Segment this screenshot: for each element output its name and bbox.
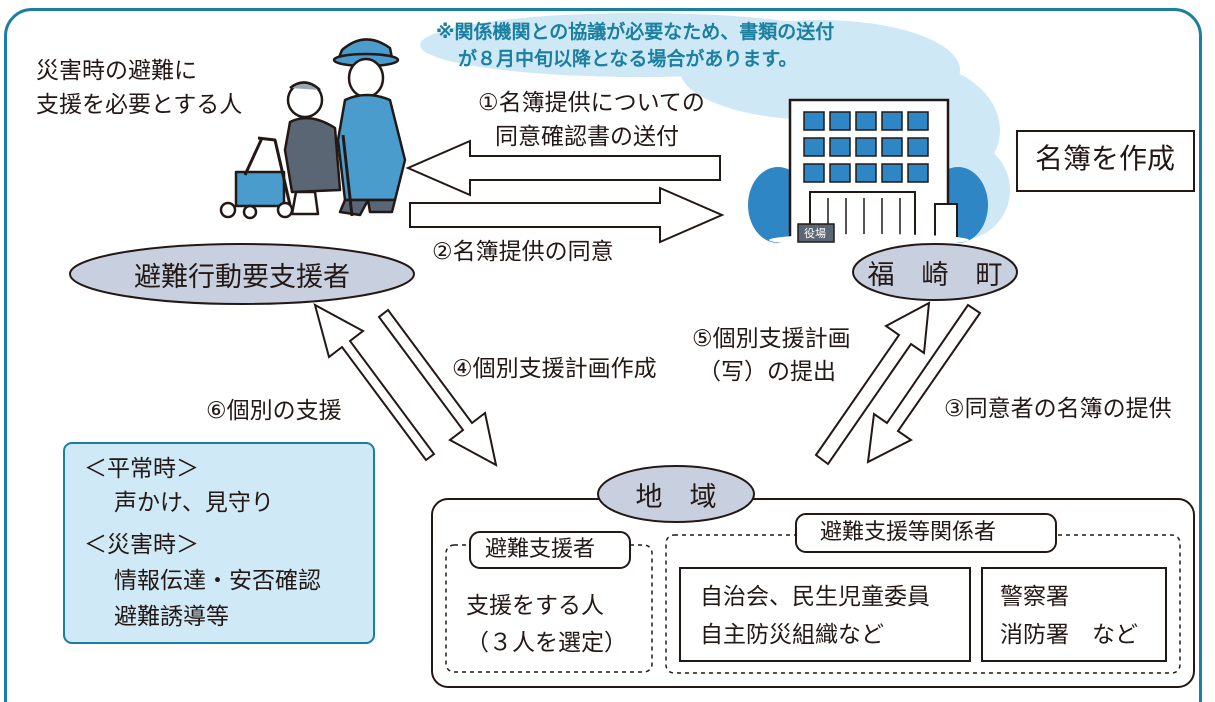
step5-line1: ⑤個別支援計画 [692, 326, 851, 352]
town-action-box [1016, 130, 1195, 192]
disaster-item1: 情報伝達・安否確認 [114, 568, 321, 594]
arrows [313, 139, 982, 467]
supporters-dashed-box [445, 544, 653, 673]
disaster-item2: 避難誘導等 [114, 604, 229, 630]
step2-label: ②名簿提供の同意 [432, 239, 614, 265]
node-requiring-support: 避難行動要支援者 [134, 261, 350, 293]
step1-line2: 同意確認書の送付 [495, 124, 679, 150]
town-hall-building [748, 98, 988, 246]
step5-line2: （写）の提出 [698, 359, 836, 385]
supporters-line1: 支援をする人 [466, 593, 604, 619]
node-ellipses [63, 130, 1195, 688]
related-a-box [679, 567, 971, 662]
town-ellipse [852, 243, 1018, 301]
support-info-box [63, 442, 375, 644]
related-a-line2: 自主防災組織など [700, 622, 884, 648]
arrow-consent-return [409, 186, 725, 244]
arrow-consent-form [405, 139, 721, 197]
related-b-line1: 警察署 [1000, 584, 1069, 610]
community-ellipse [597, 465, 755, 523]
person-desc-line2: 支援を必要とする人 [36, 92, 243, 118]
arrow-plan-submission [814, 301, 931, 466]
step6-label: ⑥個別の支援 [206, 398, 342, 424]
disaster-header: ＜災害時＞ [84, 532, 199, 558]
note-line1: ※関係機関との協議が必要なため、書類の送付 [436, 21, 835, 43]
supporters-title-bg [469, 531, 631, 569]
arrow-list-provision [866, 303, 982, 464]
related-title-bg [795, 513, 1057, 553]
town-action-label: 名簿を作成 [1035, 142, 1176, 175]
normal-header: ＜平常時＞ [84, 456, 199, 482]
supporters-title: 避難支援者 [485, 537, 596, 562]
step3-label: ③同意者の名簿の提供 [944, 396, 1172, 422]
supporters-line2: （３人を選定） [466, 630, 627, 656]
elderly-people-illustration [219, 38, 407, 220]
node-town: 福 崎 町 [867, 259, 1003, 291]
related-a-line1: 自治会、民生児童委員 [700, 584, 930, 610]
step1-line1: ①名簿提供についての [478, 90, 705, 116]
building-sign: 役場 [804, 227, 826, 240]
arrow-plan-creation [377, 308, 498, 467]
note-line2: が８月中旬以降となる場合があります。 [458, 48, 798, 70]
node-community: 地 域 [635, 481, 717, 513]
related-b-line2: 消防署 など [1000, 622, 1138, 648]
normal-item: 声かけ、見守り [114, 490, 274, 516]
step4-label: ④個別支援計画作成 [452, 356, 657, 382]
requiring-support-ellipse [69, 243, 415, 305]
related-title: 避難支援等関係者 [820, 520, 997, 545]
outer-frame [4, 8, 1202, 702]
arrow-individual-support [313, 303, 436, 462]
related-b-box [981, 567, 1167, 662]
person-desc-line1: 災害時の避難に [36, 58, 197, 84]
